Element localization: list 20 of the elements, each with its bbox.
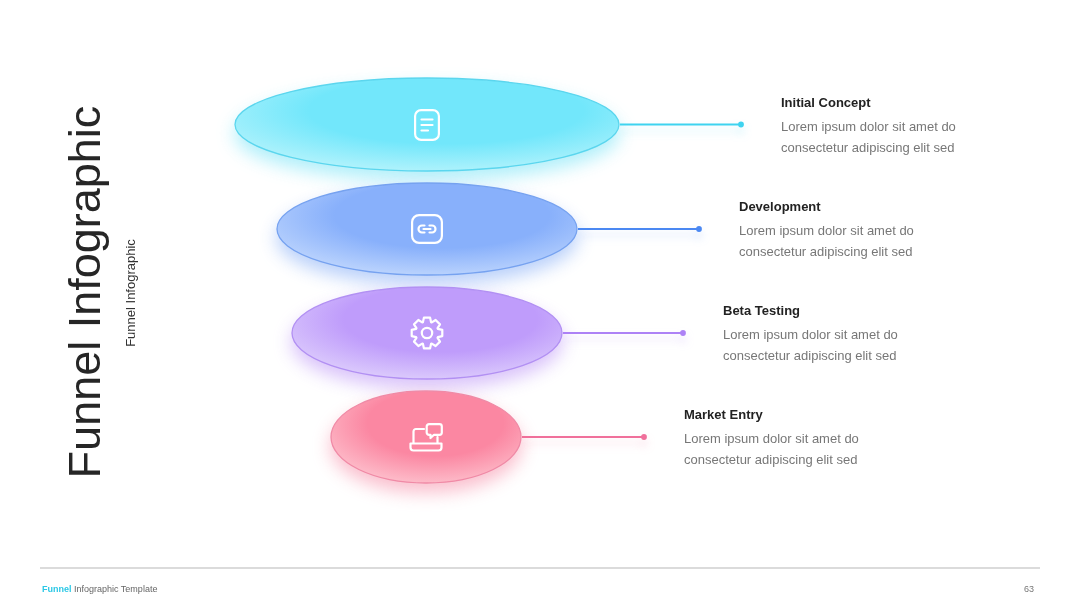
step-title: Development bbox=[739, 198, 821, 216]
subtitle: Funnel Infographic bbox=[123, 239, 137, 347]
step-title: Initial Concept bbox=[781, 94, 871, 112]
footer-text: Funnel Infographic Template bbox=[42, 585, 158, 594]
funnel-ellipse bbox=[234, 77, 620, 172]
step-title: Market Entry bbox=[684, 406, 763, 424]
connector-line bbox=[521, 434, 647, 440]
funnel-ellipse bbox=[330, 390, 522, 484]
connector-line bbox=[562, 330, 686, 336]
step-title: Beta Testing bbox=[723, 302, 801, 320]
funnel-ellipse bbox=[291, 286, 563, 380]
step-description: Lorem ipsum dolor sit amet do consectetur adipiscing elit sed bbox=[684, 430, 860, 469]
step-description: Lorem ipsum dolor sit amet do consectetur adipiscing elit sed bbox=[781, 118, 957, 157]
step-description: Lorem ipsum dolor sit amet do consectetur adipiscing elit sed bbox=[723, 326, 899, 365]
page-title: Funnel Infographic bbox=[61, 105, 107, 479]
connector-line bbox=[577, 226, 702, 232]
step-description: Lorem ipsum dolor sit amet do consectetur adipiscing elit sed bbox=[739, 222, 915, 261]
funnel-ellipse bbox=[276, 182, 578, 276]
connector-line bbox=[619, 121, 744, 128]
page-number: 63 bbox=[1024, 585, 1034, 594]
